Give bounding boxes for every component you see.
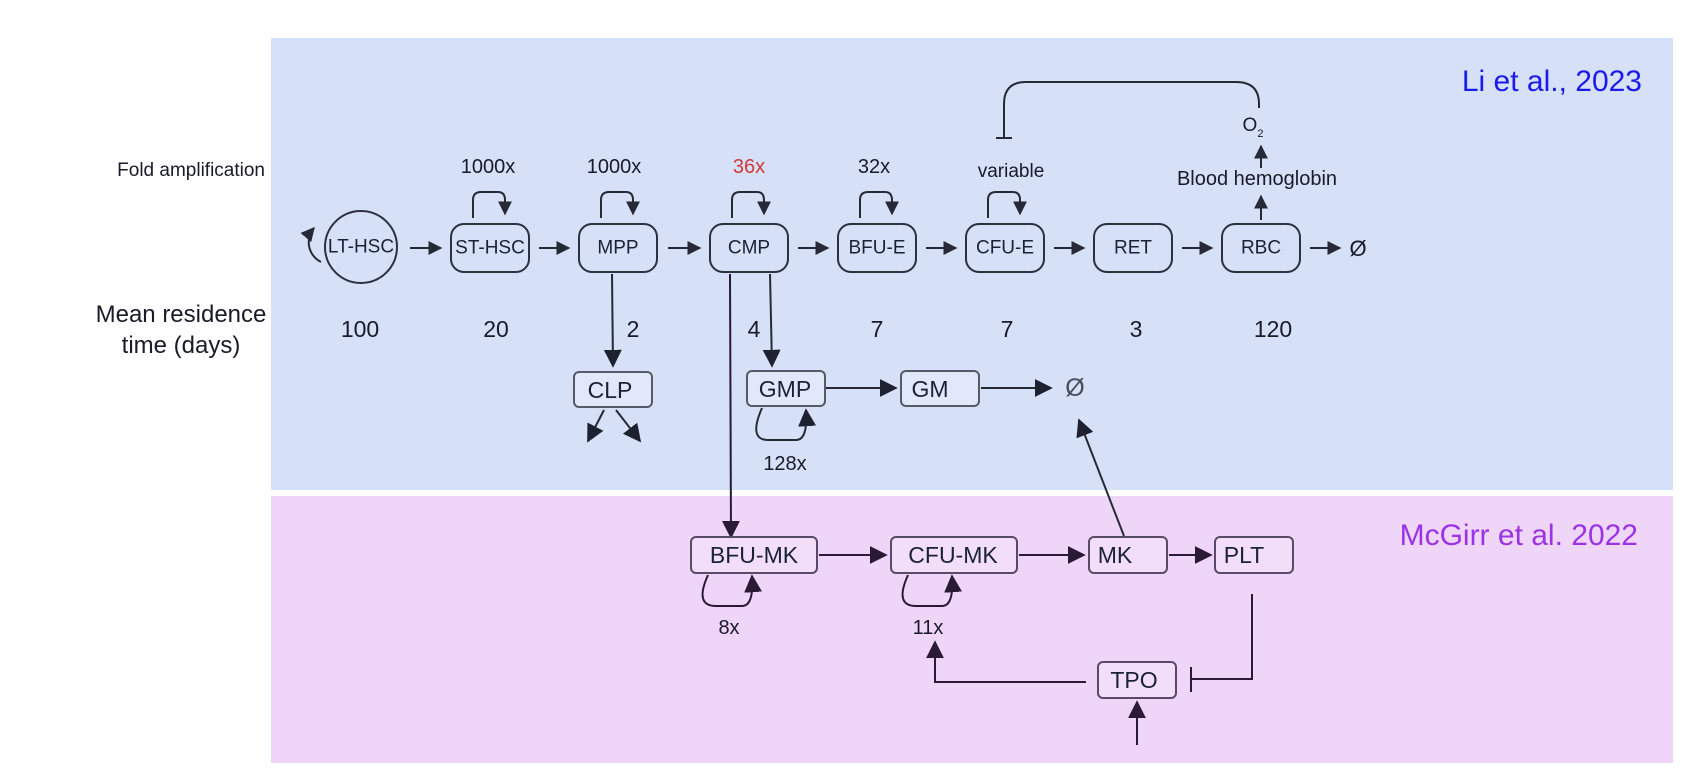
node-bfu-mk: BFU-MK xyxy=(690,536,818,574)
node-mk-label: MK xyxy=(1098,542,1133,568)
node-gmp-label: GMP xyxy=(759,376,811,402)
node-st-hsc-label: ST-HSC xyxy=(455,238,525,259)
residence-mpp: 2 xyxy=(627,316,640,342)
fold-st-hsc: 1000x xyxy=(461,156,516,178)
tpo-to-cfu-mk-arrow xyxy=(926,640,1086,683)
node-clp-label: CLP xyxy=(588,377,633,403)
fold-cfu-e: variable xyxy=(978,161,1045,182)
residence-lt-hsc: 100 xyxy=(341,316,379,342)
residence-st-hsc: 20 xyxy=(483,316,509,342)
node-mk: MK xyxy=(1088,536,1168,574)
lt-hsc-self-renewal-arc xyxy=(300,226,322,263)
node-cfu-mk: CFU-MK xyxy=(890,536,1018,574)
node-rbc: RBC xyxy=(1221,223,1301,273)
node-bfu-e-label: BFU-E xyxy=(849,238,906,259)
node-rbc-label: RBC xyxy=(1241,238,1281,259)
node-cmp: CMP xyxy=(709,223,789,273)
node-tpo: TPO xyxy=(1097,661,1177,699)
mpp-self-loop xyxy=(600,191,640,218)
fold-mpp: 1000x xyxy=(587,156,642,178)
oxygen-feedback-line xyxy=(1003,81,1260,138)
node-mpp-label: MPP xyxy=(597,238,638,259)
gm-terminal-symbol: Ø xyxy=(1065,374,1084,402)
residence-cfu-e: 7 xyxy=(1001,316,1014,342)
node-ret-label: RET xyxy=(1114,238,1152,259)
node-ret: RET xyxy=(1093,223,1173,273)
mcgirr-source-label: McGirr et al. 2022 xyxy=(1400,519,1638,552)
bfu-e-self-loop xyxy=(859,191,899,218)
node-gm: GM xyxy=(900,370,980,407)
gmp-self-loop xyxy=(755,407,817,441)
fold-cmp: 36x xyxy=(733,156,765,178)
node-cmp-label: CMP xyxy=(728,238,770,259)
node-clp: CLP xyxy=(573,371,653,408)
clp-output-right-arrow xyxy=(615,409,642,443)
rbc-terminal-symbol: Ø xyxy=(1349,236,1366,261)
gmp-fold-label: 128x xyxy=(763,453,806,475)
cmp-self-loop xyxy=(731,191,771,218)
clp-output-left-arrow xyxy=(587,409,605,443)
li-source-label: Li et al., 2023 xyxy=(1462,65,1642,98)
residence-label-line2: time (days) xyxy=(122,332,241,359)
edge-mk-out xyxy=(1076,418,1125,537)
node-mpp: MPP xyxy=(578,223,658,273)
node-cfu-mk-label: CFU-MK xyxy=(908,542,998,568)
oxygen-label: O2 xyxy=(1243,115,1264,140)
cfu-e-self-loop xyxy=(987,191,1027,218)
node-gm-label: GM xyxy=(911,376,948,402)
fold-bfu-e: 32x xyxy=(858,156,890,178)
node-tpo-label: TPO xyxy=(1110,667,1157,693)
cfu-mk-self-loop xyxy=(901,574,963,607)
node-st-hsc: ST-HSC xyxy=(450,223,530,273)
fold-amplification-label: Fold amplification xyxy=(117,160,265,181)
node-bfu-mk-label: BFU-MK xyxy=(710,542,799,568)
node-cfu-e-label: CFU-E xyxy=(976,238,1034,259)
cfu-mk-fold-label: 11x xyxy=(913,617,944,639)
node-lt-hsc xyxy=(324,210,398,284)
node-gmp: GMP xyxy=(746,370,826,407)
edge-mpp-clp xyxy=(603,273,622,368)
blood-hemoglobin-label: Blood hemoglobin xyxy=(1177,168,1337,190)
residence-bfu-e: 7 xyxy=(871,316,884,342)
plt-tpo-inhibition-line xyxy=(1191,594,1253,680)
st-hsc-self-loop xyxy=(472,191,512,218)
node-bfu-e: BFU-E xyxy=(837,223,917,273)
bfu-mk-fold-label: 8x xyxy=(718,617,739,639)
edge-cmp-bfu-mk xyxy=(721,273,740,539)
residence-ret: 3 xyxy=(1130,316,1143,342)
node-plt-label: PLT xyxy=(1224,542,1264,568)
bfu-mk-self-loop xyxy=(701,574,763,607)
residence-rbc: 120 xyxy=(1254,316,1292,342)
node-lt-hsc-label: LT-HSC xyxy=(328,237,394,258)
residence-cmp: 4 xyxy=(748,316,761,342)
node-cfu-e: CFU-E xyxy=(965,223,1045,273)
edge-cmp-gmp xyxy=(762,273,781,368)
residence-label-line1: Mean residence xyxy=(96,301,267,328)
li-panel xyxy=(271,38,1673,490)
node-plt: PLT xyxy=(1214,536,1294,574)
mcgirr-panel xyxy=(271,496,1673,763)
